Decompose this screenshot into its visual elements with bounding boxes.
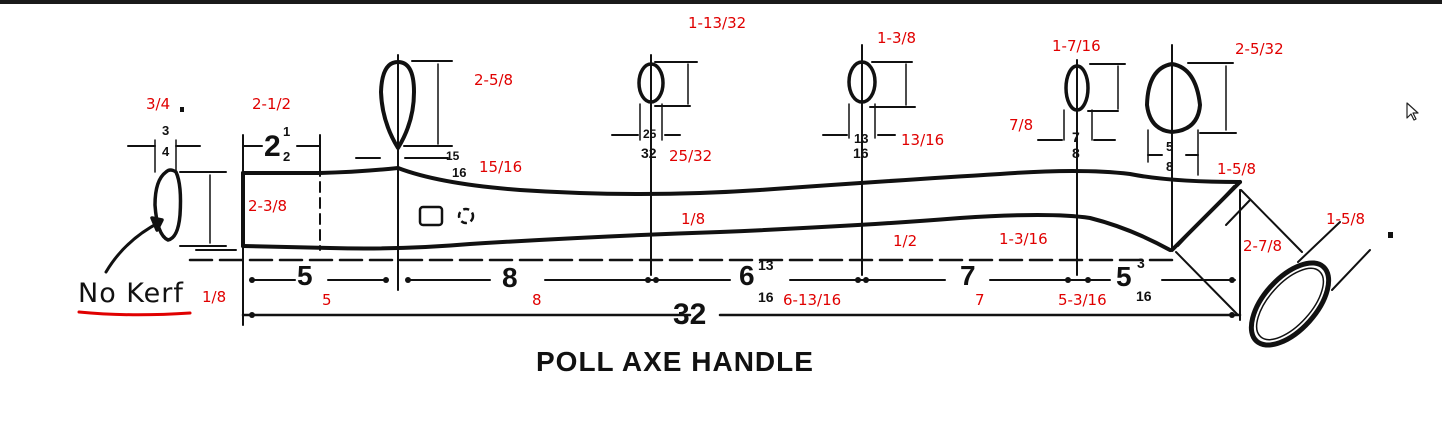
label-section1-height: 2-5/8 xyxy=(474,71,514,89)
label-seg-5: 5-3/16 xyxy=(1058,291,1107,309)
overall-length-label: 32 xyxy=(673,298,707,331)
s3-den: 16 xyxy=(853,145,869,161)
section-3-oval xyxy=(822,60,916,139)
label-eye-width: 1-5/8 xyxy=(1326,210,1366,228)
s5-den: 8 xyxy=(1166,159,1174,174)
label-knob-length: 2-1/2 xyxy=(252,95,292,113)
label-section4-offset: 1-3/16 xyxy=(999,230,1048,248)
seg3-num: 13 xyxy=(758,257,774,273)
seg1-label: 5 xyxy=(297,260,313,291)
no-kerf-annotation: No Kerf xyxy=(78,278,184,309)
label-section3-height: 1-3/8 xyxy=(877,29,917,47)
label-section2-height: 1-13/32 xyxy=(688,14,747,32)
seg5-whole: 5 xyxy=(1116,261,1132,292)
seg4-label: 7 xyxy=(960,260,976,291)
label-section5-height: 2-5/32 xyxy=(1235,40,1284,58)
knob-den: 2 xyxy=(283,149,291,164)
eye-projection xyxy=(1175,189,1371,316)
label-seg-4: 7 xyxy=(975,291,985,309)
section-5-egg xyxy=(1145,62,1237,176)
seg3-whole: 6 xyxy=(739,260,755,291)
label-section3-width: 13/16 xyxy=(901,131,945,149)
mouse-pointer-icon xyxy=(1406,102,1419,121)
end-den: 4 xyxy=(162,144,170,159)
s1-drop-den: 16 xyxy=(452,165,467,180)
seg5-num: 3 xyxy=(1137,255,1145,271)
label-knob-offset: 1/8 xyxy=(202,288,227,306)
section-2-oval xyxy=(611,61,698,141)
end-cross-section xyxy=(104,139,237,274)
handle-outline xyxy=(241,166,1242,252)
label-section4-width: 7/8 xyxy=(1009,116,1034,134)
label-end-thickness: 3/4 xyxy=(146,95,171,113)
s2-num: 25 xyxy=(643,127,657,141)
s5-num: 5 xyxy=(1166,139,1174,154)
s3-num: 13 xyxy=(854,131,869,146)
s4-num: 7 xyxy=(1072,129,1080,145)
label-section1-drop: 15/16 xyxy=(479,158,523,176)
label-eye-top: 1-5/8 xyxy=(1217,160,1257,178)
label-seg-2: 8 xyxy=(532,291,542,309)
label-seg-3: 6-13/16 xyxy=(783,291,842,309)
eye-ellipse xyxy=(1248,260,1332,348)
section-1-teardrop xyxy=(355,60,453,159)
label-section2-offset: 1/8 xyxy=(681,210,706,228)
knob-num: 1 xyxy=(283,124,291,139)
label-knob-height: 2-3/8 xyxy=(248,197,288,215)
label-section2-width: 25/32 xyxy=(669,147,713,165)
s4-den: 8 xyxy=(1072,145,1080,161)
no-kerf-underline xyxy=(77,310,192,317)
end-num: 3 xyxy=(162,123,170,138)
section-lines xyxy=(319,44,1173,291)
label-section3-offset: 1/2 xyxy=(893,232,918,250)
knob-dimension xyxy=(242,134,321,166)
label-eye-length: 2-7/8 xyxy=(1243,237,1283,255)
seg3-den: 16 xyxy=(758,289,774,305)
drawing-title: POLL AXE HANDLE xyxy=(536,346,814,377)
s2-den: 32 xyxy=(641,145,657,161)
s1-drop-num: 15 xyxy=(446,149,460,163)
knob-whole: 2 xyxy=(264,130,281,163)
seg5-den: 16 xyxy=(1136,288,1152,304)
label-section4-height: 1-7/16 xyxy=(1052,37,1101,55)
label-seg-1: 5 xyxy=(322,291,332,309)
seg2-label: 8 xyxy=(502,262,518,293)
section-4-oval xyxy=(1037,63,1126,141)
top-border xyxy=(0,0,1442,4)
